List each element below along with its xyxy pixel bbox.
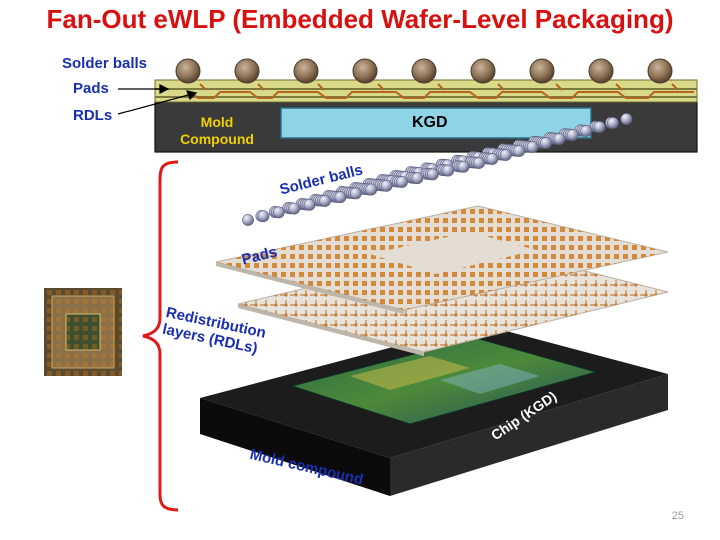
exploded-solder-balls [242, 113, 633, 226]
solder-ball [473, 157, 485, 169]
solder-ball [319, 195, 331, 207]
solder-ball [442, 164, 455, 177]
solder-ball [349, 187, 362, 200]
solder-ball [499, 149, 512, 161]
solder-ball [288, 202, 301, 215]
solder-ball [607, 117, 619, 129]
solder-ball [457, 160, 470, 173]
solder-ball [396, 176, 408, 188]
kgd-die [280, 107, 592, 139]
mold-compound-label-line1: Mold [200, 114, 234, 130]
mold-compound-label: Mold Compound [172, 114, 262, 148]
page-number: 25 [671, 510, 684, 522]
exploded-mold-compound [200, 324, 668, 496]
solder-ball [593, 121, 606, 133]
solder-ball [526, 141, 539, 153]
exploded-pad-layer [215, 205, 669, 314]
solder-ball [580, 125, 593, 137]
solder-ball [566, 129, 579, 141]
solder-ball [486, 153, 499, 165]
kgd-label: KGD [412, 114, 448, 131]
cross-section [117, 58, 698, 153]
page-title: Fan-Out eWLP (Embedded Wafer-Level Packa… [46, 4, 674, 34]
solder-ball [242, 214, 254, 226]
label-rdls: RDLs [73, 107, 113, 124]
solder-ball [334, 191, 347, 204]
mold-compound-label-line2: Compound [180, 131, 254, 147]
package-photo [44, 288, 122, 376]
solder-ball [620, 113, 633, 125]
bracket [142, 160, 179, 512]
solder-ball [411, 172, 424, 185]
cross-section-leaders [117, 84, 198, 115]
solder-ball [513, 145, 526, 157]
solder-ball [553, 133, 566, 145]
solder-ball [540, 137, 552, 149]
label-pads: Pads [73, 80, 109, 97]
solder-ball [303, 198, 316, 211]
solder-ball [257, 210, 270, 223]
solder-ball [380, 179, 393, 192]
solder-ball [426, 168, 439, 181]
solder-ball [365, 183, 378, 196]
cross-section-solder-balls [175, 58, 673, 84]
label-solder-balls: Solder balls [62, 55, 148, 72]
solder-ball [272, 206, 285, 219]
